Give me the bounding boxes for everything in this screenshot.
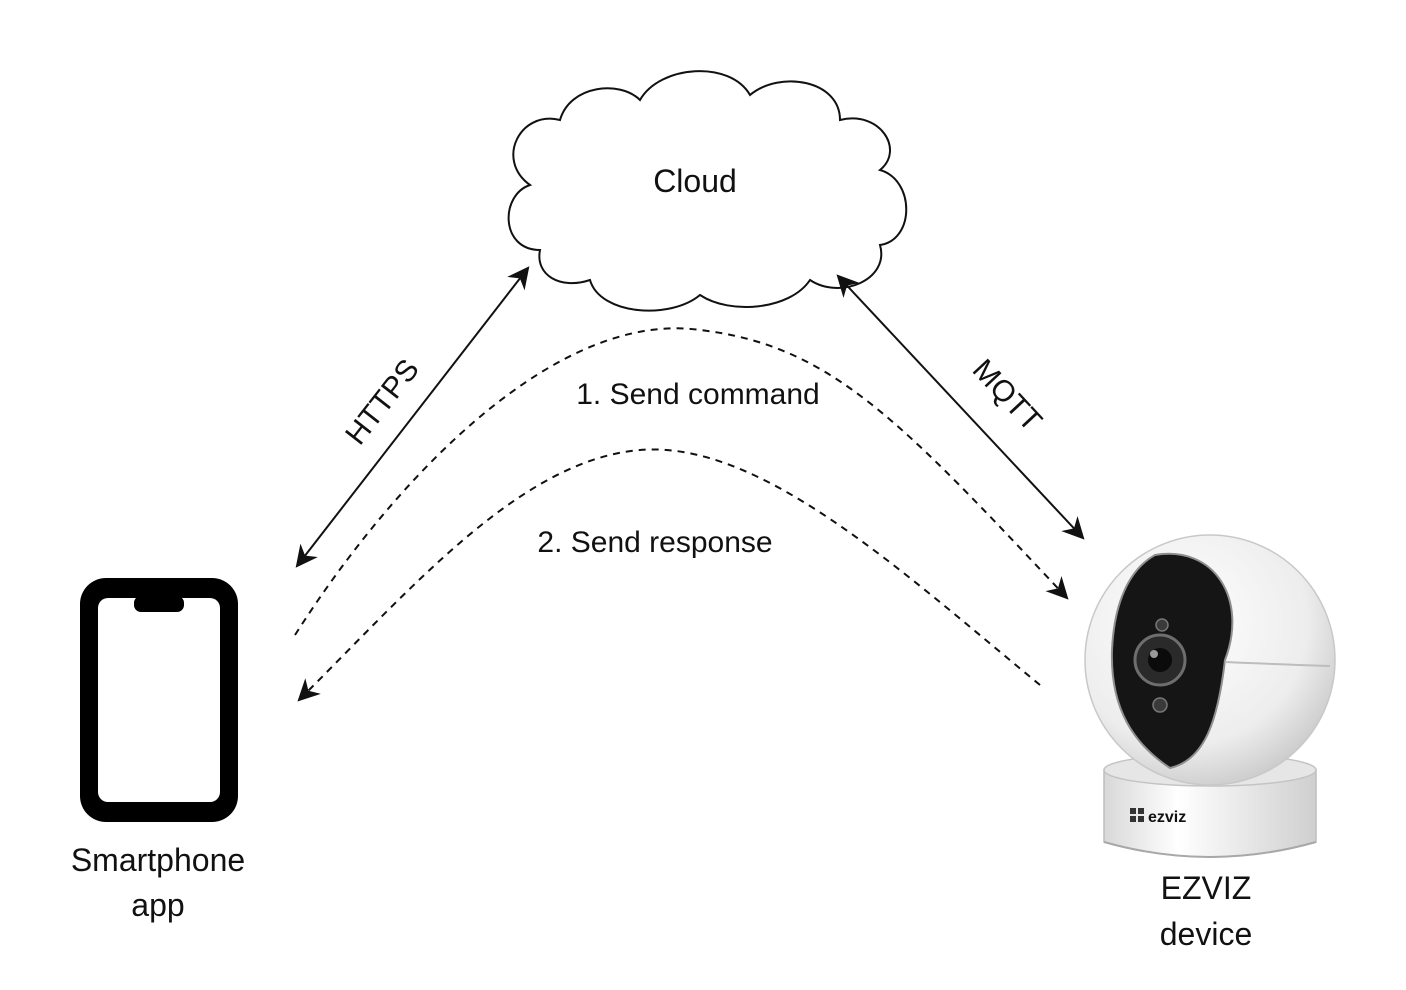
command-edge: 1. Send command	[294, 327, 1069, 636]
ezviz-logo: ezviz	[1130, 808, 1186, 826]
camera-icon: ezviz	[1084, 534, 1336, 858]
response-arrow	[297, 448, 1041, 702]
https-edge: HTTPS	[295, 266, 530, 568]
device-label-line1: EZVIZ	[1161, 870, 1252, 906]
response-edge: 2. Send response	[297, 448, 1041, 702]
smartphone-label-line1: Smartphone	[71, 842, 245, 878]
smartphone-icon	[80, 578, 238, 822]
mqtt-edge: MQTT	[836, 274, 1085, 540]
https-label: HTTPS	[339, 353, 426, 451]
device-node: ezviz EZVIZ device	[1084, 534, 1336, 952]
response-label: 2. Send response	[537, 526, 772, 559]
https-arrow	[295, 266, 530, 568]
smartphone-node: Smartphone app	[71, 578, 245, 923]
cloud-shape	[507, 70, 908, 312]
smartphone-label-line2: app	[131, 887, 184, 923]
cloud-node: Cloud	[507, 70, 908, 312]
command-label: 1. Send command	[576, 378, 819, 411]
command-arrow	[294, 327, 1069, 636]
mqtt-arrow	[836, 274, 1085, 540]
ezviz-logo-text: ezviz	[1148, 809, 1186, 826]
device-label-line2: device	[1160, 916, 1253, 952]
cloud-label: Cloud	[653, 163, 737, 199]
